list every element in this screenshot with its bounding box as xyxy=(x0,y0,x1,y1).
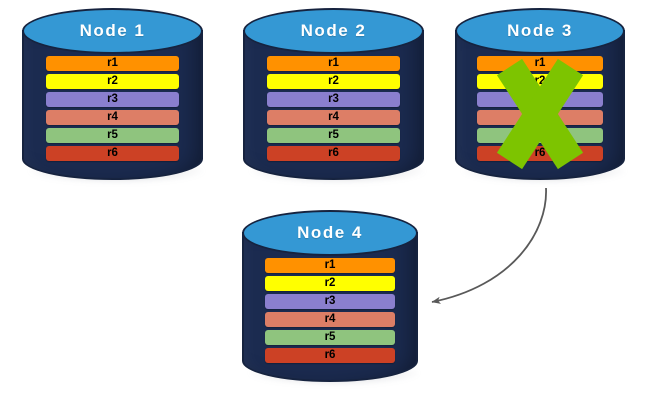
record-r6: r6 xyxy=(45,146,180,161)
record-r6: r6 xyxy=(477,146,603,161)
record-r1: r1 xyxy=(264,258,396,273)
node-3-records: r1 r2 r3 r4 r5 r6 xyxy=(477,56,603,161)
record-r5: r5 xyxy=(266,128,401,143)
record-r3: r3 xyxy=(45,92,180,107)
node-3-top: Node 3 xyxy=(455,8,625,54)
node-1-top: Node 1 xyxy=(22,8,203,54)
node-3[interactable]: Node 3 r1 r2 r3 r4 r5 r6 xyxy=(455,8,627,184)
record-r2: r2 xyxy=(266,74,401,89)
record-r3: r3 xyxy=(264,294,396,309)
record-r5: r5 xyxy=(45,128,180,143)
record-r6: r6 xyxy=(266,146,401,161)
record-r2: r2 xyxy=(264,276,396,291)
record-r1: r1 xyxy=(266,56,401,71)
record-r1: r1 xyxy=(477,56,603,71)
record-r6: r6 xyxy=(264,348,396,363)
node-3-title: Node 3 xyxy=(507,21,573,40)
record-r3: r3 xyxy=(266,92,401,107)
record-r5: r5 xyxy=(477,128,603,143)
record-r3: r3 xyxy=(477,92,603,107)
node-4-top: Node 4 xyxy=(242,210,418,256)
node-2-top: Node 2 xyxy=(243,8,424,54)
record-r4: r4 xyxy=(266,110,401,125)
record-r2: r2 xyxy=(45,74,180,89)
record-r2: r2 xyxy=(477,74,603,89)
node-1-title: Node 1 xyxy=(79,21,146,40)
record-r4: r4 xyxy=(45,110,180,125)
node-2[interactable]: Node 2 r1 r2 r3 r4 r5 r6 xyxy=(243,8,426,184)
record-r4: r4 xyxy=(264,312,396,327)
node-2-title: Node 2 xyxy=(300,21,367,40)
node-1[interactable]: Node 1 r1 r2 r3 r4 r5 r6 xyxy=(22,8,205,184)
record-r5: r5 xyxy=(264,330,396,345)
node-4-title: Node 4 xyxy=(297,223,363,242)
arrow-path xyxy=(431,187,547,304)
record-r4: r4 xyxy=(477,110,603,125)
node-4[interactable]: Node 4 r1 r2 r3 r4 r5 r6 xyxy=(242,210,420,386)
record-r1: r1 xyxy=(45,56,180,71)
node-1-records: r1 r2 r3 r4 r5 r6 xyxy=(45,56,180,161)
node-4-records: r1 r2 r3 r4 r5 r6 xyxy=(264,258,396,363)
node-2-records: r1 r2 r3 r4 r5 r6 xyxy=(266,56,401,161)
